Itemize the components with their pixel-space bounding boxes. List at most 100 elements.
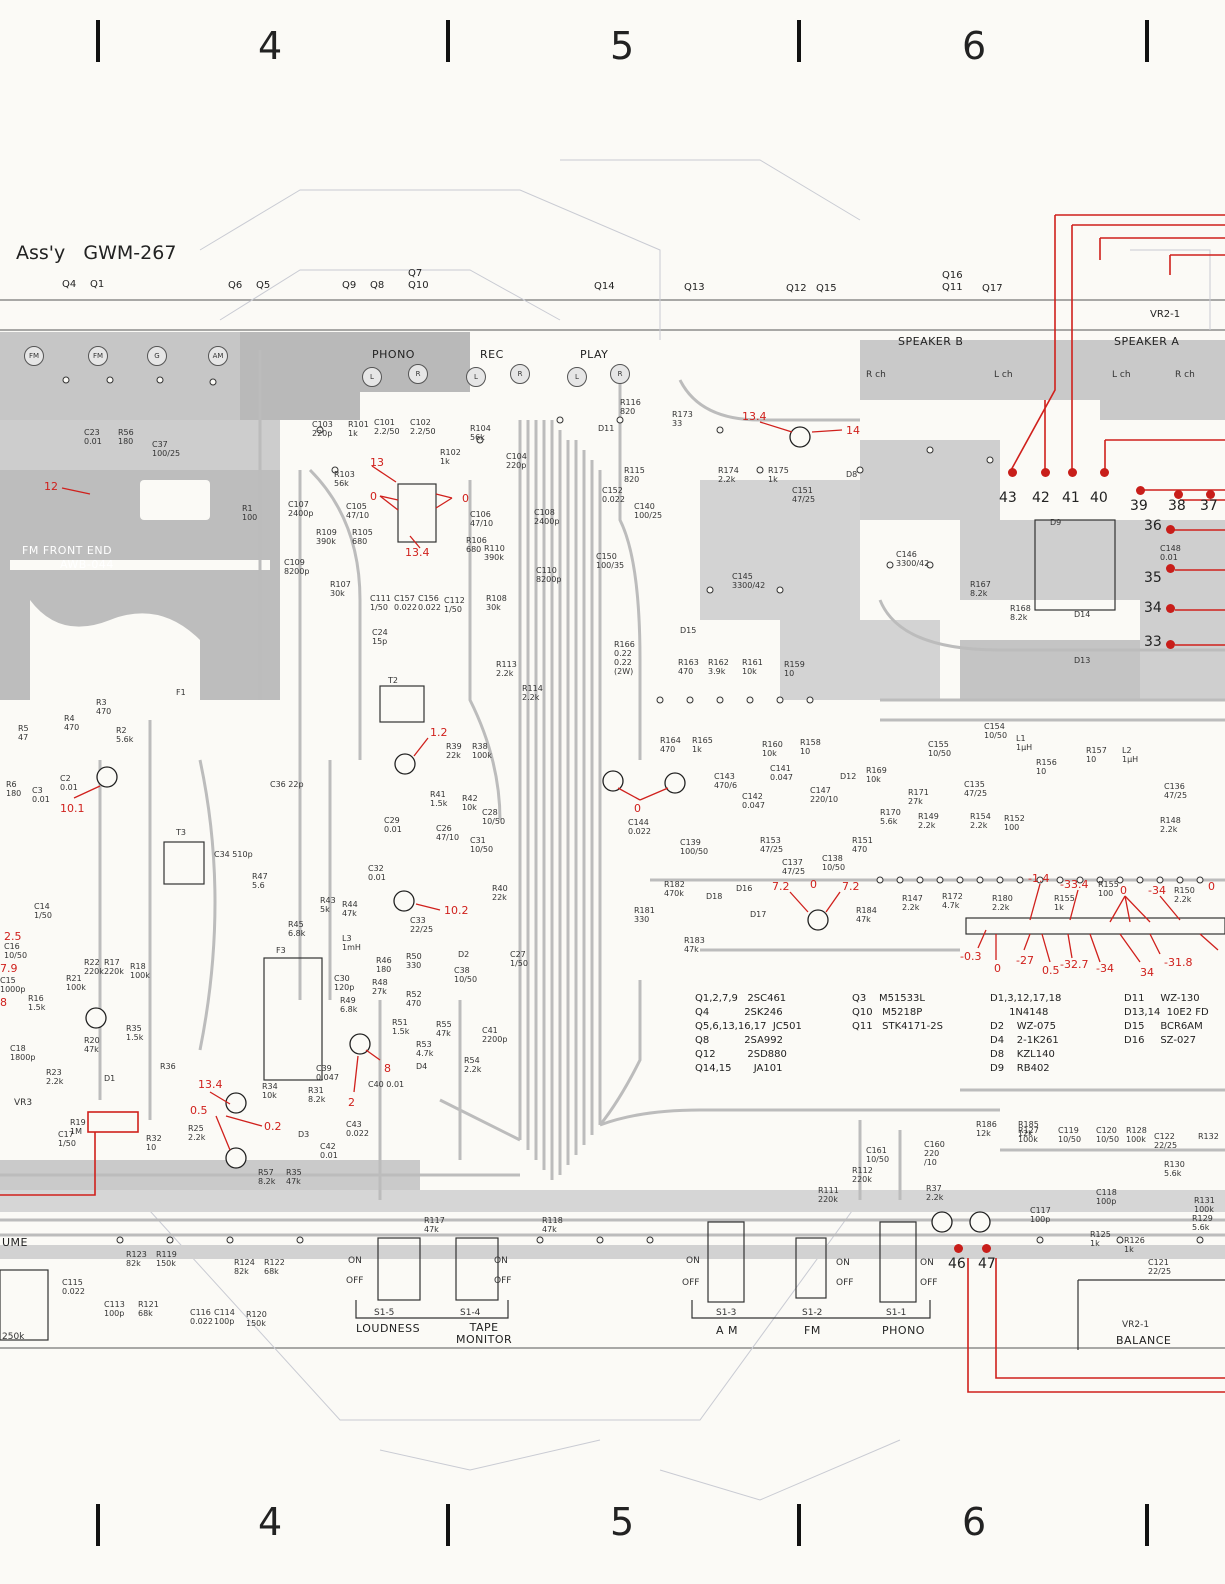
header-ref: Q1 bbox=[90, 279, 105, 290]
component-label: C32 0.01 bbox=[368, 864, 386, 882]
switch-s1-1[interactable]: S1-1 bbox=[886, 1308, 907, 1318]
voltage-label: 10.1 bbox=[60, 802, 85, 815]
zone-tick bbox=[96, 1504, 100, 1546]
test-point-dot bbox=[954, 1244, 963, 1253]
speaker-a-label: SPEAKER A bbox=[1114, 335, 1180, 348]
voltage-label: 0 bbox=[1208, 880, 1215, 893]
switch-on-label: ON bbox=[494, 1256, 508, 1266]
test-point-dot bbox=[1166, 564, 1175, 573]
component-label: R5 47 bbox=[18, 724, 29, 742]
header-ref: Q17 bbox=[982, 283, 1003, 294]
component-label: L1 1µH bbox=[1016, 734, 1033, 752]
play-label: PLAY bbox=[580, 348, 609, 361]
switch-s1-3[interactable]: S1-3 bbox=[716, 1308, 737, 1318]
voltage-label: -31.8 bbox=[1164, 956, 1193, 969]
component-label: R126 1k bbox=[1124, 1236, 1145, 1254]
component-label: C43 0.022 bbox=[346, 1120, 369, 1138]
component-label: R169 10k bbox=[866, 766, 887, 784]
component-label: C148 0.01 bbox=[1160, 544, 1181, 562]
component-label: C154 10/50 bbox=[984, 722, 1008, 740]
header-ref: Q10 bbox=[408, 280, 429, 291]
component-label: D17 bbox=[750, 910, 767, 919]
component-label: R56 180 bbox=[118, 428, 134, 446]
zone-number-bottom: 5 bbox=[610, 1500, 635, 1544]
component-label: R155 100 bbox=[1098, 880, 1119, 898]
rec-label: REC bbox=[480, 348, 504, 361]
component-label: C114 100p bbox=[214, 1308, 235, 1326]
parts-table-col4: D11 WZ-130 D13,14 10E2 FD D15 BCR6AM D16… bbox=[1124, 993, 1209, 1046]
component-label: C111 1/50 bbox=[370, 594, 391, 612]
header-ref: Q6 bbox=[228, 280, 243, 291]
component-label: D11 bbox=[598, 424, 615, 433]
voltage-label: 2 bbox=[348, 1096, 355, 1109]
voltage-label: -32.7 bbox=[1060, 958, 1089, 971]
am-switch-label: A M bbox=[716, 1324, 739, 1337]
switch-s1-4[interactable]: S1-4 bbox=[460, 1308, 481, 1318]
parts-table-col2: Q3 M51533L Q10 M5218P Q11 STK4171-2S bbox=[852, 993, 943, 1032]
component-label: R105 680 bbox=[352, 528, 373, 546]
component-label: C14 1/50 bbox=[34, 902, 52, 920]
header-ref: Q16 bbox=[942, 270, 963, 281]
header-ref: Q9 bbox=[342, 280, 357, 291]
component-label: R156 10 bbox=[1036, 758, 1057, 776]
header-ref: Q11 bbox=[942, 282, 963, 293]
fm-switch-label: FM bbox=[804, 1324, 821, 1337]
test-point-dot bbox=[1166, 604, 1175, 613]
switch-s1-2[interactable]: S1-2 bbox=[802, 1308, 823, 1318]
voltage-label: 34 bbox=[1140, 966, 1154, 979]
component-label: C31 10/50 bbox=[470, 836, 494, 854]
component-label: R108 30k bbox=[486, 594, 507, 612]
component-label: R175 1k bbox=[768, 466, 789, 484]
zone-tick bbox=[1145, 20, 1149, 62]
component-label: R114 2.2k bbox=[522, 684, 543, 702]
assembly-title: Ass'y GWM-267 bbox=[16, 242, 177, 264]
header-ref: Q12 bbox=[786, 283, 807, 294]
component-label: L2 1µH bbox=[1122, 746, 1139, 764]
component-label: C102 2.2/50 bbox=[410, 418, 436, 436]
test-point-dot bbox=[982, 1244, 991, 1253]
component-label: R132 bbox=[1198, 1132, 1219, 1141]
voltage-label: 7.2 bbox=[772, 880, 790, 893]
component-label: R106 680 bbox=[466, 536, 487, 554]
component-label: R123 82k bbox=[126, 1250, 147, 1268]
voltage-label: 0 bbox=[810, 878, 817, 891]
vr3-label: VR3 bbox=[14, 1098, 33, 1108]
component-label: C113 100p bbox=[104, 1300, 125, 1318]
component-label: R53 4.7k bbox=[416, 1040, 434, 1058]
component-label: C117 100p bbox=[1030, 1206, 1051, 1224]
component-label: R45 6.8k bbox=[288, 920, 306, 938]
test-point-dot bbox=[1206, 490, 1215, 499]
voltage-label: 0 bbox=[370, 490, 377, 503]
rec-l-jack: L bbox=[466, 367, 486, 387]
component-label: R184 47k bbox=[856, 906, 877, 924]
header-ref: VR2-1 bbox=[1150, 309, 1181, 320]
switch-s1-5[interactable]: S1-5 bbox=[374, 1308, 395, 1318]
component-label: R43 5k bbox=[320, 896, 336, 914]
ground-terminal: G bbox=[147, 346, 167, 366]
component-label: L3 1mH bbox=[342, 934, 361, 952]
component-label: F1 bbox=[176, 688, 186, 697]
solder-pads bbox=[62, 376, 1204, 1244]
component-label: R182 470k bbox=[664, 880, 685, 898]
component-label: R174 2.2k bbox=[718, 466, 739, 484]
component-label: R183 47k bbox=[684, 936, 705, 954]
section-boxes bbox=[0, 483, 1225, 1350]
component-label: R37 2.2k bbox=[926, 1184, 944, 1202]
rec-r-jack: R bbox=[510, 364, 530, 384]
component-label: D1 bbox=[104, 1074, 116, 1083]
voltage-label: 13.4 bbox=[742, 410, 767, 423]
component-label: R50 330 bbox=[406, 952, 422, 970]
component-label: R112 220k bbox=[852, 1166, 873, 1184]
test-point-dot bbox=[1166, 525, 1175, 534]
zone-number-top: 4 bbox=[258, 24, 283, 68]
component-label: C144 0.022 bbox=[628, 818, 651, 836]
component-label: R55 47k bbox=[436, 1020, 452, 1038]
trace-bus bbox=[0, 350, 1225, 1237]
component-label: R1 100 bbox=[242, 504, 258, 522]
component-label: R122 68k bbox=[264, 1258, 285, 1276]
component-label: C116 0.022 bbox=[190, 1308, 213, 1326]
test-point-label: 34 bbox=[1144, 600, 1162, 616]
phono-switch-label: PHONO bbox=[882, 1324, 925, 1337]
test-point-dot bbox=[1174, 490, 1183, 499]
